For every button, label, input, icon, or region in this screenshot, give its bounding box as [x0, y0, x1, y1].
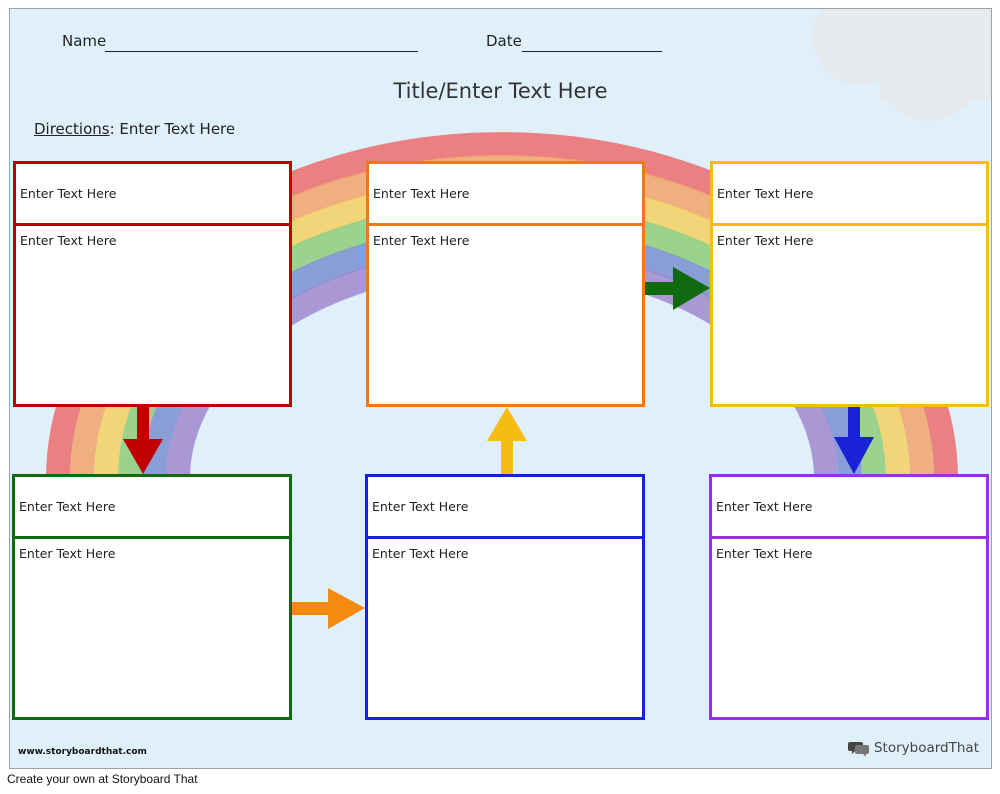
step-5-heading[interactable]: Enter Text Here — [372, 499, 469, 514]
name-field[interactable] — [105, 51, 418, 52]
step-1-heading[interactable]: Enter Text Here — [20, 186, 117, 201]
worksheet: Name Date Title/Enter Text Here Directio… — [9, 8, 992, 769]
step-box-6[interactable]: Enter Text Here Enter Text Here — [709, 474, 989, 720]
divider — [713, 223, 986, 226]
step-3-heading[interactable]: Enter Text Here — [717, 186, 814, 201]
divider — [16, 223, 289, 226]
step-6-body[interactable]: Enter Text Here — [716, 546, 813, 561]
cloud-icon — [812, 9, 991, 121]
divider — [368, 536, 642, 539]
directions-text: : Enter Text Here — [109, 120, 236, 138]
step-4-body[interactable]: Enter Text Here — [19, 546, 116, 561]
step-box-2[interactable]: Enter Text Here Enter Text Here — [366, 161, 645, 407]
step-2-heading[interactable]: Enter Text Here — [373, 186, 470, 201]
step-box-4[interactable]: Enter Text Here Enter Text Here — [12, 474, 292, 720]
footer-url[interactable]: www.storyboardthat.com — [18, 747, 147, 757]
step-box-5[interactable]: Enter Text Here Enter Text Here — [365, 474, 645, 720]
step-1-body[interactable]: Enter Text Here — [20, 233, 117, 248]
page-title[interactable]: Title/Enter Text Here — [393, 79, 608, 103]
date-field[interactable] — [522, 51, 662, 52]
divider — [712, 536, 986, 539]
brand-logo[interactable]: StoryboardThat — [847, 740, 979, 756]
brand-name: StoryboardThat — [873, 740, 979, 756]
step-box-1[interactable]: Enter Text Here Enter Text Here — [13, 161, 292, 407]
name-label: Name — [62, 32, 107, 50]
step-5-body[interactable]: Enter Text Here — [372, 546, 469, 561]
directions[interactable]: Directions: Enter Text Here — [34, 120, 235, 138]
step-box-3[interactable]: Enter Text Here Enter Text Here — [710, 161, 989, 407]
step-2-body[interactable]: Enter Text Here — [373, 233, 470, 248]
date-label: Date — [486, 32, 522, 50]
step-6-heading[interactable]: Enter Text Here — [716, 499, 813, 514]
divider — [15, 536, 289, 539]
speech-bubbles-icon — [847, 742, 869, 756]
divider — [369, 223, 642, 226]
directions-label: Directions — [34, 120, 110, 138]
step-4-heading[interactable]: Enter Text Here — [19, 499, 116, 514]
caption[interactable]: Create your own at Storyboard That — [7, 772, 198, 786]
step-3-body[interactable]: Enter Text Here — [717, 233, 814, 248]
